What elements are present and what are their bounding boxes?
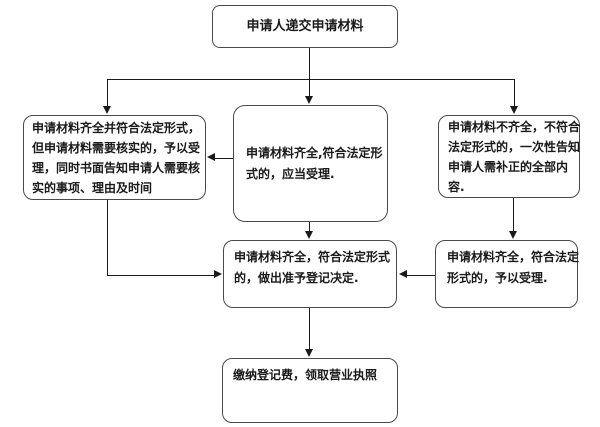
- node-incomplete-notify: 申请材料不齐全，不符合 法定形式的，一次性告知 申请人需补正的全部内 容.: [438, 115, 580, 198]
- node-approve-decision: 申请材料齐全，符合法定形式 的，做出准予登记决定.: [223, 240, 397, 308]
- arrowhead-into-complete-accept: [305, 96, 313, 104]
- connector-branch-left-down: [107, 79, 108, 107]
- connector-branch: [107, 79, 515, 80]
- node-fee-license: 缴纳登记费，领取营业执照: [222, 358, 398, 423]
- arrowhead-into-decision-left: [214, 270, 222, 278]
- node-complete-accept: 申请材料齐全,符合法定形 式的，应当受理.: [233, 105, 388, 222]
- connector-decision-down: [309, 308, 310, 350]
- arrowhead-into-decision-right: [399, 270, 407, 278]
- connector-verify-down: [107, 200, 108, 275]
- connector-incomplete-down: [513, 198, 514, 232]
- node-supplement-accept: 申请材料齐全，符合法定 形式的，予以受理.: [435, 240, 579, 308]
- connector-branch-right-down: [514, 79, 515, 107]
- connector-complete-down: [309, 222, 310, 232]
- connector-complete-to-verify: [214, 158, 233, 159]
- arrowhead-into-decision-top: [305, 231, 313, 239]
- arrowhead-into-supplement-accept: [509, 231, 517, 239]
- arrowhead-into-fee-license: [305, 349, 313, 357]
- arrowhead-into-verify-accept: [103, 106, 111, 114]
- arrowhead-into-incomplete-notify: [510, 106, 518, 114]
- connector-submit-down: [309, 48, 310, 98]
- connector-supplement-left: [407, 275, 435, 276]
- connector-verify-right: [107, 275, 214, 276]
- node-verify-accept: 申请材料齐全并符合法定形式， 但申请材料需要核实的，予以受 理，同时书面告知申请…: [23, 115, 206, 200]
- node-submit-materials: 申请人递交申请材料: [212, 5, 398, 48]
- arrowhead-into-verify-accept-side: [207, 153, 215, 161]
